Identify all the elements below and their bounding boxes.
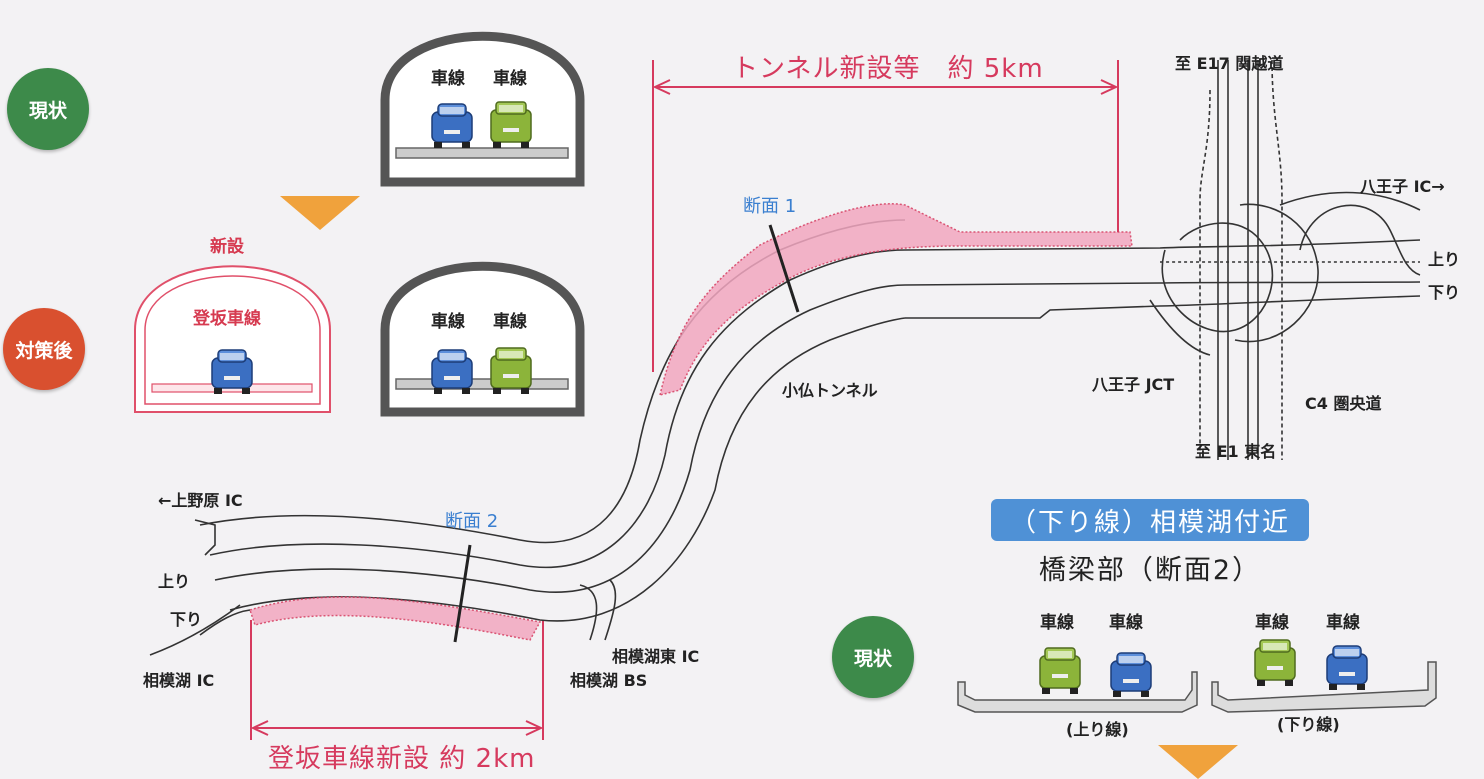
section2-marker <box>453 544 472 643</box>
section1-marker <box>768 224 800 313</box>
tunnel-dimension-line <box>652 60 1119 372</box>
section2-label: 断面 2 <box>445 511 499 532</box>
tunnel-current <box>380 31 585 187</box>
hachioji-ic-label: 八王子 IC→ <box>1360 177 1445 196</box>
up-right-label: 上り <box>1428 250 1461 269</box>
sagamiko-bs-label: 相模湖 BS <box>570 671 648 690</box>
bridge-current-badge: 現状 <box>832 616 914 698</box>
to-tomei-label: 至 E1 東名 <box>1195 442 1277 461</box>
kobotoke-tunnel-label: 小仏トンネル <box>782 381 878 400</box>
bridge-lane-a1: 車線 <box>1040 613 1074 633</box>
tunnel-new-length: トンネル新設等 約 5km <box>732 54 1044 84</box>
bridge-lane-b2: 車線 <box>1326 613 1360 633</box>
status-current-badge: 現状 <box>7 68 89 150</box>
hachioji-jct-label: 八王子 JCT <box>1092 375 1175 394</box>
tunnel-current-lane2: 車線 <box>493 69 527 89</box>
sagamiko-ic-label: 相模湖 IC <box>143 671 215 690</box>
status-after-badge: 対策後 <box>3 308 85 390</box>
new-label: 新設 <box>210 237 244 257</box>
climbing-new-length: 登坂車線新設 約 2km <box>268 744 536 774</box>
bridge-lane-a2: 車線 <box>1109 613 1143 633</box>
section1-label: 断面 1 <box>743 196 797 217</box>
tunnel-after-lane2: 車線 <box>493 312 527 332</box>
bridge-banner: （下り線）相模湖付近 <box>991 499 1309 541</box>
tunnel-current-lane1: 車線 <box>431 69 465 89</box>
up-left-label: 上り <box>158 572 191 591</box>
tunnel-new <box>134 265 331 413</box>
climbing-dimension-line <box>250 620 544 740</box>
down-arrow-1 <box>280 196 360 230</box>
bridge-title: 橋梁部（断面2） <box>1038 555 1262 586</box>
sagamiko-higashi-ic-label: 相模湖東 IC <box>612 647 700 666</box>
to-kanetsu-label: 至 E17 関越道 <box>1175 54 1284 73</box>
tunnel-after-lane1: 車線 <box>431 312 465 332</box>
bridge-lane-b1: 車線 <box>1255 613 1289 633</box>
climbing-lane-label: 登坂車線 <box>193 309 261 329</box>
down-right-label: 下り <box>1428 283 1461 302</box>
down-left-label: 下り <box>170 610 203 629</box>
kamino-ic-label: ←上野原 IC <box>158 491 243 510</box>
down-arrow-2 <box>1158 745 1238 779</box>
bridge-down-line <box>1211 639 1437 713</box>
bridge-down-line-label: (下り線) <box>1277 715 1340 734</box>
tunnel-after-existing <box>380 261 585 417</box>
bridge-up-line <box>957 647 1198 713</box>
bridge-up-line-label: (上り線) <box>1066 720 1129 739</box>
ken-o-do-label: C4 圏央道 <box>1305 394 1382 413</box>
